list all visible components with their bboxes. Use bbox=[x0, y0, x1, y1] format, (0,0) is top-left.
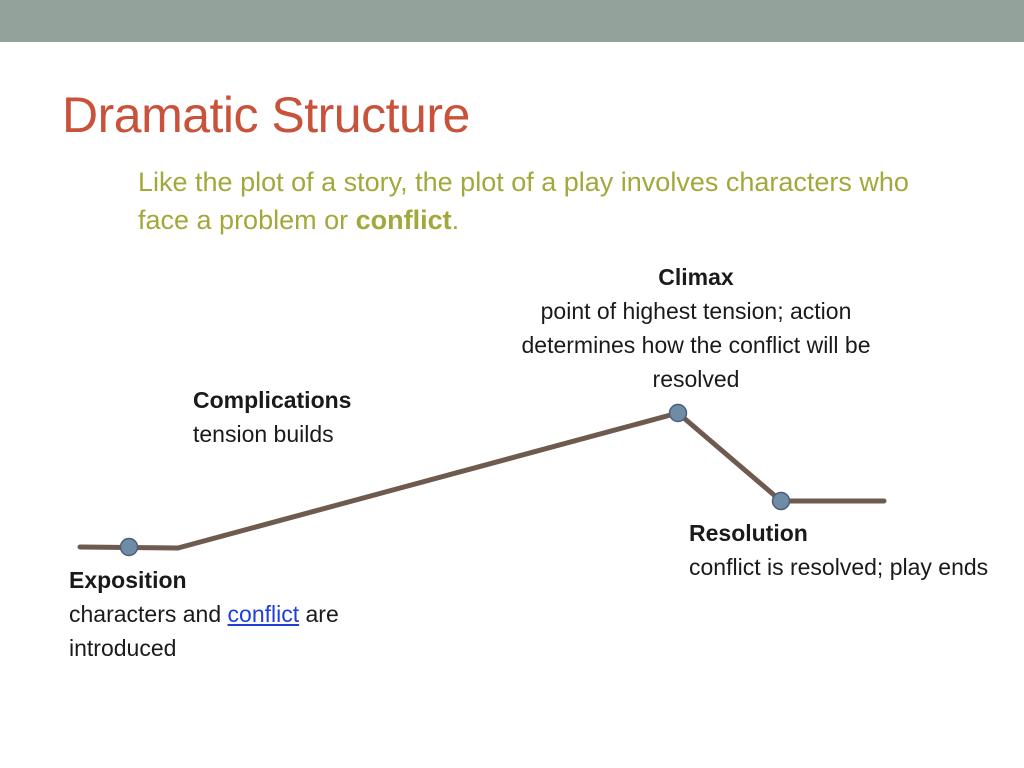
exposition-label: Exposition characters and conflict are i… bbox=[69, 563, 429, 665]
exposition-description: characters and conflict are introduced bbox=[69, 597, 429, 665]
slide-title: Dramatic Structure bbox=[62, 87, 470, 143]
exposition-node bbox=[119, 537, 139, 557]
resolution-node bbox=[771, 491, 791, 511]
climax-heading: Climax bbox=[658, 264, 734, 290]
subtitle-text: Like the plot of a story, the plot of a … bbox=[138, 167, 909, 235]
exposition-desc-before: characters and bbox=[69, 601, 228, 627]
climax-description: point of highest tension; action determi… bbox=[521, 298, 871, 392]
conflict-link[interactable]: conflict bbox=[227, 601, 300, 627]
subtitle-end: . bbox=[451, 205, 460, 235]
subtitle-emphasis: conflict bbox=[355, 205, 452, 235]
resolution-label: Resolution conflict is resolved; play en… bbox=[689, 516, 989, 584]
top-accent-bar bbox=[0, 0, 1024, 42]
slide-subtitle: Like the plot of a story, the plot of a … bbox=[138, 163, 958, 239]
exposition-desc-after: are introduced bbox=[69, 601, 339, 661]
complications-heading: Complications bbox=[193, 387, 352, 413]
climax-label: Climax point of highest tension; action … bbox=[516, 260, 876, 396]
exposition-heading: Exposition bbox=[69, 567, 187, 593]
complications-description: tension builds bbox=[193, 421, 334, 447]
resolution-description: conflict is resolved; play ends bbox=[689, 554, 989, 580]
complications-label: Complications tension builds bbox=[193, 383, 453, 451]
climax-node bbox=[668, 403, 688, 423]
resolution-heading: Resolution bbox=[689, 520, 808, 546]
